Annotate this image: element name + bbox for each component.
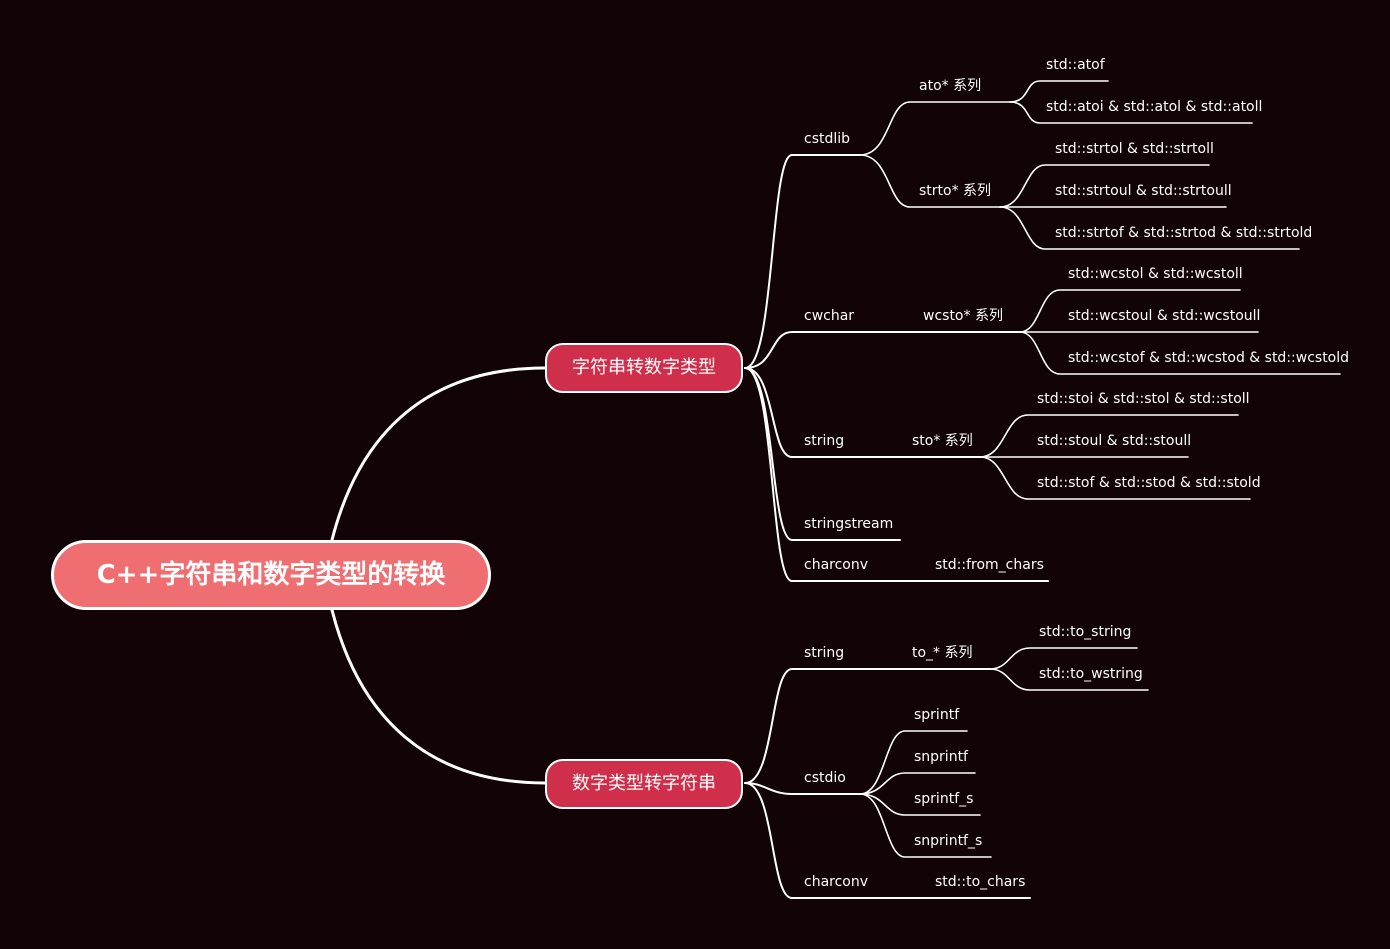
connector-branch-2-charconv [744, 782, 1031, 899]
leaf-std-stoi-stol-stoll[interactable]: std::stoi & std::stol & std::stoll [1037, 391, 1250, 407]
connector-root-to-branch-1 [330, 366, 547, 542]
connector-cstdio-sprintf-s [859, 793, 981, 816]
node-stringstream[interactable]: stringstream [804, 516, 894, 532]
connector-ato-atof [1009, 80, 1109, 103]
leaf-std-stoul-stoull[interactable]: std::stoul & std::stoull [1037, 433, 1192, 449]
connector-strto-strtof [999, 206, 1300, 250]
leaf-std-wcstoul-wcstoull[interactable]: std::wcstoul & std::wcstoull [1068, 308, 1261, 324]
leaf-std-to-string[interactable]: std::to_string [1039, 624, 1132, 640]
connector-branch-1-cwchar [744, 331, 1021, 369]
leaf-std-from-chars[interactable]: std::from_chars [935, 557, 1044, 573]
connector-sto-stoi [979, 414, 1239, 458]
node-cstdio[interactable]: cstdio [804, 770, 846, 786]
leaf-std-strtol-strtoll[interactable]: std::strtol & std::strtoll [1055, 141, 1214, 157]
connector-cstdlib-ato [859, 101, 1011, 156]
node-string-str2num[interactable]: string [804, 433, 845, 449]
connector-sto-stof [979, 456, 1251, 500]
connector-cstdio-sprintf [859, 730, 968, 795]
connector-branch-2-string [744, 668, 991, 784]
connector-branch-2-cstdio [744, 782, 861, 795]
leaf-std-strtof-strtod-strtold[interactable]: std::strtof & std::strtod & std::strtold [1055, 225, 1313, 241]
connector-branch-1-charconv [744, 367, 1049, 582]
leaf-std-stof-stod-stold[interactable]: std::stof & std::stod & std::stold [1037, 475, 1261, 491]
root-node[interactable]: C++字符串和数字类型的转换 [51, 540, 491, 610]
node-strto-series[interactable]: strto* 系列 [919, 183, 992, 199]
leaf-std-to-wstring[interactable]: std::to_wstring [1039, 666, 1143, 682]
leaf-std-atoi-atol-atoll[interactable]: std::atoi & std::atol & std::atoll [1046, 99, 1263, 115]
connector-to-to-string [989, 647, 1138, 670]
connector-branch-1-cstdlib [744, 154, 861, 369]
branch-node-num-to-str[interactable]: 数字类型转字符串 [545, 759, 743, 809]
leaf-std-atof[interactable]: std::atof [1046, 57, 1105, 73]
leaf-sprintf[interactable]: sprintf [914, 707, 960, 723]
node-wcsto-series[interactable]: wcsto* 系列 [923, 308, 1003, 324]
leaf-snprintf-s[interactable]: snprintf_s [914, 833, 983, 849]
leaf-std-wcstol-wcstoll[interactable]: std::wcstol & std::wcstoll [1068, 266, 1243, 282]
connector-cstdlib-strto [859, 154, 1001, 208]
connector-cstdio-snprintf [859, 772, 976, 795]
node-to-series[interactable]: to_* 系列 [912, 645, 973, 661]
node-ato-series[interactable]: ato* 系列 [919, 78, 982, 94]
connector-branch-1-string [744, 367, 981, 458]
node-cwchar[interactable]: cwchar [804, 308, 855, 324]
leaf-snprintf[interactable]: snprintf [914, 749, 968, 765]
connector-wcsto-wcstof [1019, 331, 1341, 375]
node-string-num2str[interactable]: string [804, 645, 845, 661]
leaf-std-strtoul-strtoull[interactable]: std::strtoul & std::strtoull [1055, 183, 1232, 199]
connector-wcsto-wcstol [1019, 289, 1241, 333]
node-charconv-num2str[interactable]: charconv [804, 874, 869, 890]
connector-cstdio-snprintf-s [859, 793, 992, 858]
connector-root-to-branch-2 [330, 608, 547, 785]
node-sto-series[interactable]: sto* 系列 [912, 433, 973, 449]
leaf-std-to-chars[interactable]: std::to_chars [935, 874, 1026, 890]
connector-ato-atoi [1009, 101, 1253, 124]
branch-node-str-to-num[interactable]: 字符串转数字类型 [545, 343, 743, 393]
node-charconv-str2num[interactable]: charconv [804, 557, 869, 573]
leaf-std-wcstof-wcstod-wcstold[interactable]: std::wcstof & std::wcstod & std::wcstold [1068, 350, 1350, 366]
leaf-sprintf-s[interactable]: sprintf_s [914, 791, 974, 807]
connector-strto-strtol [999, 164, 1210, 208]
node-cstdlib[interactable]: cstdlib [804, 131, 851, 147]
connector-to-to-wstring [989, 668, 1149, 691]
